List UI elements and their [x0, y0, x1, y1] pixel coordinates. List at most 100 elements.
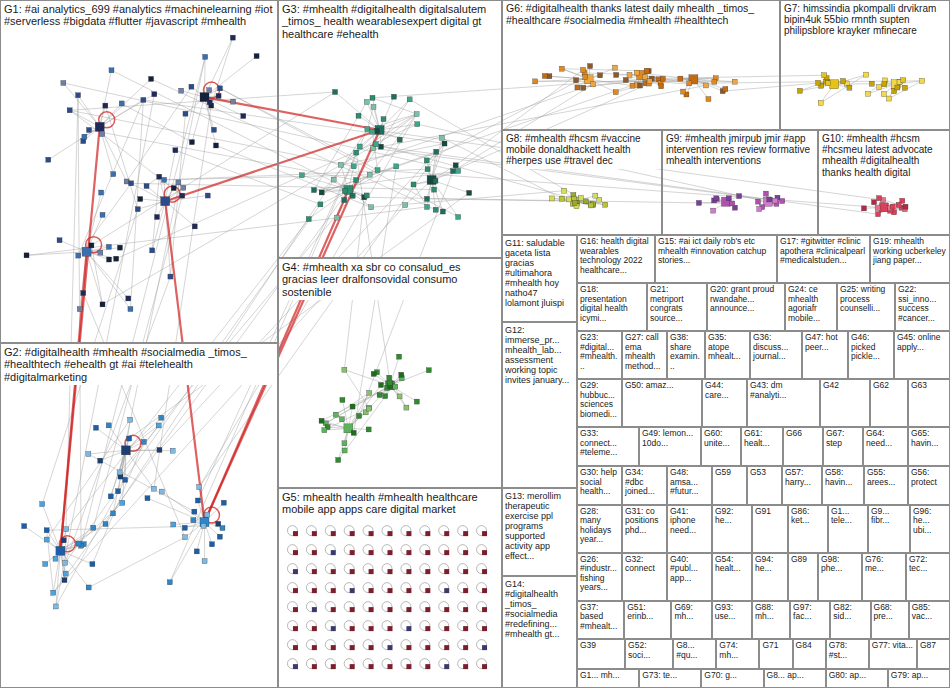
vertex	[841, 78, 846, 83]
vertex	[678, 76, 683, 81]
group-label: G12: immerse_pr... mhealth_lab... assess…	[503, 323, 576, 387]
self-loop	[363, 526, 373, 536]
self-loop	[420, 602, 430, 612]
vertex	[76, 93, 81, 98]
vertex	[559, 66, 564, 71]
vertex	[90, 562, 95, 567]
vertex	[350, 531, 355, 536]
vertex	[581, 85, 586, 90]
vertex	[822, 73, 827, 78]
vertex	[406, 531, 411, 536]
network-edge	[126, 450, 154, 488]
vertex	[338, 162, 343, 167]
network-edge	[689, 82, 826, 84]
group-panel: G82: sid...	[830, 601, 870, 640]
network-edge	[78, 100, 143, 256]
vertex	[98, 250, 103, 255]
self-loop	[325, 564, 335, 574]
group-label: G78: #st...	[827, 640, 868, 661]
vertex	[369, 205, 374, 210]
vertex	[155, 214, 160, 219]
vertex	[371, 371, 376, 376]
vertex	[391, 94, 396, 99]
group-panel: G98: phe...	[818, 553, 862, 601]
group-label: G4: #mhealth xa sbr co consalud_es graci…	[279, 259, 501, 300]
network-edge	[335, 92, 380, 130]
vertex	[644, 68, 649, 73]
vertex	[82, 247, 91, 256]
vertex	[179, 88, 184, 93]
self-loop	[420, 583, 430, 593]
vertex	[87, 127, 92, 132]
group-label: G29: hubbuc... sciences biomedi...	[578, 380, 621, 420]
network-edge	[364, 197, 699, 203]
vertex	[583, 199, 588, 204]
group-panel: G84	[793, 639, 826, 668]
network-edge	[83, 293, 185, 537]
vertex	[231, 99, 236, 104]
vertex	[463, 588, 468, 593]
group-panel: G70: g...	[701, 669, 763, 688]
vertex	[192, 224, 197, 229]
group-panel: G8... ap...	[764, 669, 826, 688]
vertex	[128, 417, 133, 422]
vertex	[444, 588, 449, 593]
vertex	[876, 212, 881, 217]
vertex	[826, 81, 831, 86]
group-panel: G26: #industr... fishing years...	[577, 553, 622, 601]
vertex	[103, 522, 108, 527]
group-label: G80: ap...	[827, 670, 887, 682]
vertex	[901, 78, 906, 83]
network-edge	[89, 537, 185, 587]
vertex	[463, 550, 468, 555]
group-panel: G30: help social health...	[577, 466, 622, 505]
group-label: G77: vita...	[870, 640, 916, 652]
self-loop	[306, 621, 316, 631]
vertex	[216, 93, 221, 98]
group-panel: G4: #mhealth xa sbr co consalud_es graci…	[278, 258, 502, 488]
group-label: G50: amaz...	[623, 380, 701, 392]
group-row: G28: many holidays year...G31: co positi…	[577, 505, 950, 553]
self-loop	[306, 640, 316, 650]
vertex	[342, 441, 347, 446]
self-loop	[458, 564, 468, 574]
vertex	[98, 458, 103, 463]
network-edge	[88, 450, 126, 454]
vertex	[861, 206, 866, 211]
group-label: G13: merollim therapeutic exercise ppl p…	[503, 489, 576, 564]
group-panel: G42	[820, 379, 870, 427]
vertex	[123, 477, 128, 482]
vertex	[365, 127, 370, 132]
network-edge	[205, 56, 257, 97]
vertex	[875, 205, 880, 210]
vertex	[388, 664, 393, 669]
self-loop	[401, 621, 411, 631]
vertex	[141, 439, 146, 444]
vertex	[150, 248, 155, 253]
group-label: G85: vac...	[910, 602, 949, 623]
vertex	[312, 626, 317, 631]
group-label: G82: sid...	[831, 602, 869, 623]
self-loop	[420, 564, 430, 574]
vertex	[61, 80, 66, 85]
vertex	[730, 201, 735, 206]
vertex	[425, 607, 430, 612]
group-panel: G47: hot peer...	[802, 331, 848, 379]
self-loop	[363, 564, 373, 574]
self-loop	[477, 602, 487, 612]
network-edge	[834, 75, 866, 85]
vertex	[712, 79, 717, 84]
vertex	[877, 85, 882, 90]
vertex	[333, 89, 338, 94]
vertex	[482, 550, 487, 555]
vertex	[424, 158, 429, 163]
vertex	[108, 494, 113, 499]
network-edge	[211, 38, 233, 106]
group-row: G29: hubbuc... sciences biomedi...G50: a…	[577, 379, 950, 427]
vertex	[40, 502, 45, 507]
vertex	[456, 214, 461, 219]
group-label: G6: #digitalhealth thanks latest daily m…	[503, 1, 779, 29]
vertex	[920, 78, 925, 83]
group-panel: G87	[917, 639, 950, 668]
